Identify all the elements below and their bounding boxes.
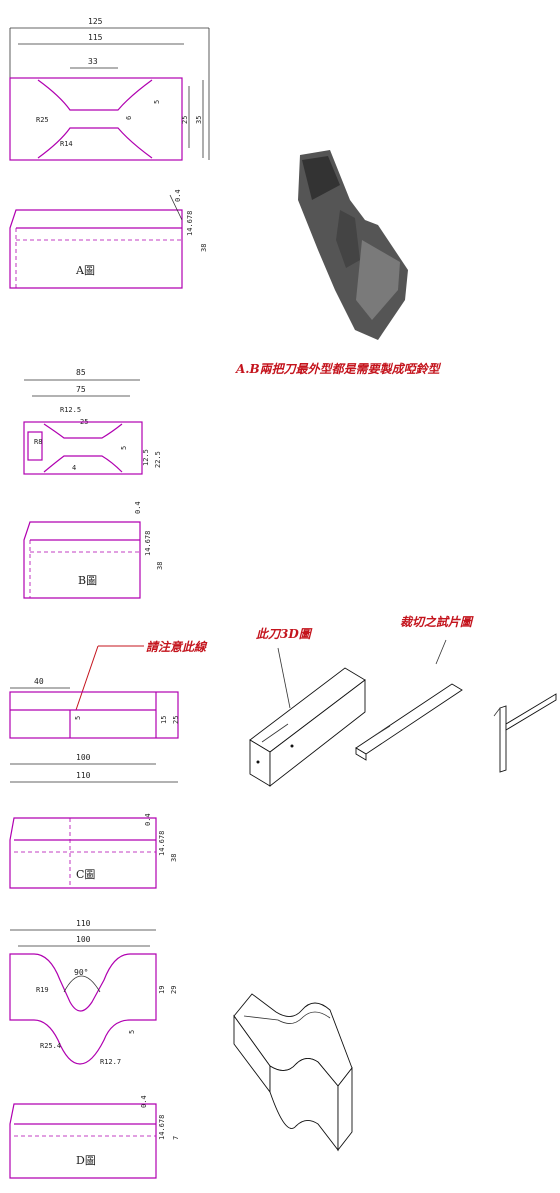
dim-c-38: 38	[170, 854, 178, 862]
dim-d-19: 19	[158, 986, 166, 994]
dim-125: 125	[88, 17, 103, 26]
dim-c-25: 25	[172, 716, 180, 724]
dim-d-100: 100	[76, 935, 91, 944]
dim-b-04: 0.4	[134, 501, 142, 514]
dim-c-5: 5	[74, 716, 82, 720]
dim-d-r254: R25.4	[40, 1042, 61, 1050]
iso-knife-d	[233, 993, 353, 1152]
dim-a-38: 38	[200, 244, 208, 252]
dim-d-29: 29	[170, 986, 178, 994]
label-c: C圖	[76, 868, 95, 881]
dim-5: 5	[153, 100, 161, 104]
iso-knife-3d: 此刀3D圖	[249, 627, 366, 787]
label-b: B圖	[78, 574, 97, 587]
dim-d-04: 0.4	[140, 1095, 148, 1108]
dim-33: 33	[88, 57, 98, 66]
note-attention-line: 請注意此線	[146, 640, 208, 654]
dim-r8: R8	[34, 438, 42, 446]
dim-r25: R25	[36, 116, 49, 124]
dim-b-125: 12.5	[142, 449, 150, 466]
drawing-c-top: 請注意此線 40 5 15 25 100 110	[9, 640, 208, 783]
dim-d-110: 110	[76, 919, 91, 928]
dim-b-4: 4	[72, 464, 76, 472]
drawing-d-side: 0.4 14.678 7 D圖	[9, 1095, 180, 1179]
knife-photo: A.B兩把刀最外型都是需要製成啞鈴型	[235, 150, 442, 376]
dim-b-225: 22.5	[154, 451, 162, 468]
dim-c-110: 110	[76, 771, 91, 780]
dim-c-100: 100	[76, 753, 91, 762]
iso-bent-specimen	[493, 693, 557, 773]
drawing-b-side: 0.4 14.678 38 B圖	[23, 501, 164, 599]
dim-d-7: 7	[172, 1136, 180, 1140]
label-d: D圖	[76, 1154, 96, 1167]
iso-specimen: 裁切之試片圖	[355, 615, 474, 761]
label-specimen: 裁切之試片圖	[400, 615, 474, 629]
drawing-a-side: 0.4 14.678 38 A圖	[9, 189, 208, 289]
dim-b-38: 38	[156, 562, 164, 570]
dim-85: 85	[76, 368, 86, 377]
label-a: A圖	[75, 264, 95, 277]
drawing-d-top: 110 100 90° R19 19 29 5 R25.4 R12.7	[9, 919, 178, 1066]
dim-d-r127: R12.7	[100, 1058, 121, 1066]
dim-c-04: 0.4	[144, 813, 152, 826]
dim-c-40: 40	[34, 677, 44, 686]
dim-b-14678: 14.678	[144, 531, 152, 556]
drawing-c-side: 0.4 14.678 38 C圖	[9, 813, 178, 889]
dim-35: 35	[195, 116, 203, 124]
drawing-b-top: 85 75 R12.5 25 R8 4 5 12.5 22.5	[23, 368, 162, 475]
dim-d-r19: R19	[36, 986, 49, 994]
dim-d-90deg: 90°	[74, 968, 88, 977]
dim-r14: R14	[60, 140, 73, 148]
dim-25: 25	[181, 116, 189, 124]
dim-c-14678: 14.678	[158, 831, 166, 856]
dim-6: 6	[125, 116, 133, 120]
dim-a-14678: 14.678	[186, 211, 194, 236]
label-knife-3d: 此刀3D圖	[256, 627, 313, 641]
dim-a-04: 0.4	[174, 189, 182, 202]
dim-d-5: 5	[128, 1030, 136, 1034]
dim-d-14678: 14.678	[158, 1115, 166, 1140]
drawing-a-top: 125 115 33 R25 R14 5 6 25 35	[9, 17, 210, 161]
dim-r125: R12.5	[60, 406, 81, 414]
dim-b-5: 5	[120, 446, 128, 450]
dim-115: 115	[88, 33, 103, 42]
dim-75: 75	[76, 385, 86, 394]
dim-c-15: 15	[160, 716, 168, 724]
photo-caption: A.B兩把刀最外型都是需要製成啞鈴型	[235, 362, 442, 376]
